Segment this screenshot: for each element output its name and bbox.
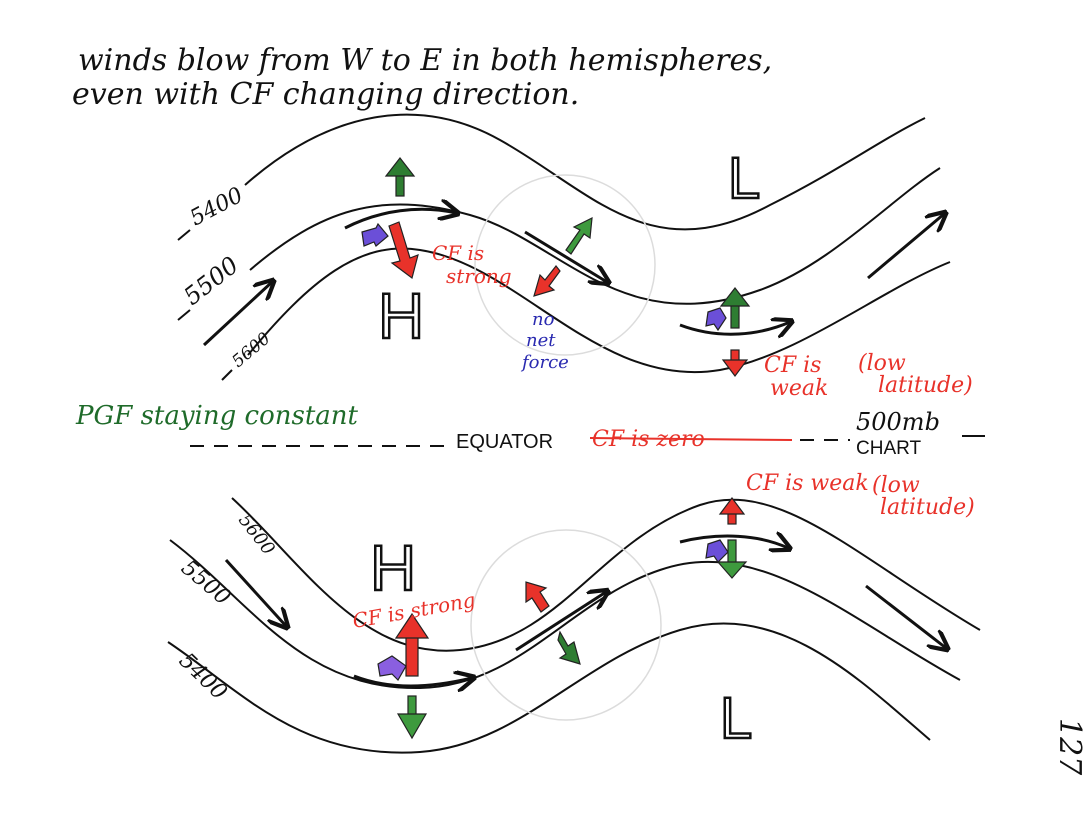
north-cf-weak-line-1: CF is	[764, 353, 821, 378]
cf-down-arrow-red-weak	[721, 349, 749, 377]
cf-up-arrow-red-strong	[394, 612, 430, 677]
cf-arrow-red-inflection	[533, 265, 561, 297]
page-number: 127	[1052, 718, 1087, 776]
north-low-latitude-line-1: (low	[858, 351, 906, 376]
pgf-arrow-green-inflection	[565, 216, 593, 255]
no-net-force-line-3: force	[520, 352, 569, 373]
south-contour-5600	[231, 497, 981, 652]
south-cf-weak-note: CF is weak	[746, 471, 869, 496]
north-wind-arrow-3	[524, 230, 607, 282]
cf-arrow-red-inflection-south	[525, 581, 550, 613]
south-low-latitude-line-2: latitude)	[880, 495, 975, 520]
north-label-5500: 5500	[178, 251, 243, 311]
cf-up-arrow-red-weak	[718, 497, 746, 525]
south-contour-5400	[167, 622, 931, 754]
north-wind-arrow-4	[679, 322, 790, 334]
south-force-arrows	[377, 497, 748, 740]
north-inflection-circle	[474, 174, 656, 356]
north-contour-5400	[244, 113, 926, 231]
south-wind-arrow-1	[224, 558, 286, 626]
wind-tail-purple	[361, 222, 389, 247]
north-cf-strong-line-1: CF is	[432, 241, 484, 265]
heading-line-1: winds blow from W to E in both hemispher…	[78, 43, 772, 78]
wind-tail-purple-south-low	[705, 539, 729, 563]
pgf-down-arrow-green	[396, 695, 428, 740]
north-cf-strong-note: CF is strong	[432, 241, 512, 288]
south-wind-arrow-2	[353, 676, 472, 686]
south-wind-arrows	[224, 536, 946, 686]
south-low-latitude-note: (low latitude)	[872, 473, 975, 520]
north-wind-arrows	[202, 209, 944, 347]
north-wind-arrow-1	[202, 282, 272, 347]
north-contour-5600	[247, 247, 951, 373]
equator-label: EQUATOR	[456, 431, 553, 453]
north-force-arrows	[361, 157, 751, 377]
pgf-up-arrow-green	[384, 157, 416, 197]
south-high-label: H	[370, 532, 416, 604]
north-high-label: H	[378, 280, 424, 352]
south-label-5600: 5600	[234, 510, 279, 559]
pgf-down-arrow-green-low	[716, 539, 748, 579]
north-cf-weak-line-2: weak	[770, 376, 828, 401]
south-label-5400: 5400	[174, 648, 232, 705]
south-wind-arrow-3	[515, 592, 606, 652]
chart-type-line-2: CHART	[856, 438, 921, 459]
cf-zero-strikethrough	[589, 437, 793, 441]
south-contour-5500	[169, 539, 961, 690]
north-label-5400: 5400	[186, 183, 247, 231]
south-contour-labels: 5600 5500 5400	[174, 510, 279, 705]
north-low-latitude-line-2: latitude)	[878, 373, 973, 398]
no-net-force-line-2: net	[526, 330, 556, 351]
pgf-arrow-green-inflection-south	[557, 630, 581, 665]
chart-type-line-1: 500mb	[856, 408, 940, 436]
north-no-net-force-note: no net force	[520, 309, 569, 373]
north-contours	[244, 113, 951, 373]
wind-tail-purple-low	[705, 307, 727, 332]
north-low-label: L	[728, 146, 760, 211]
north-cf-strong-line-2: strong	[446, 264, 512, 288]
north-wind-arrow-5	[867, 214, 944, 280]
pgf-up-arrow-green-low	[719, 287, 751, 329]
south-low-label: L	[720, 686, 752, 751]
heading-line-2: even with CF changing direction.	[72, 77, 579, 112]
north-label-5600: 5600	[228, 329, 274, 372]
south-label-5500: 5500	[176, 555, 235, 610]
north-contour-labels: 5400 5500 5600	[177, 183, 274, 381]
wind-tail-purple-south	[377, 655, 407, 681]
north-cf-weak-note: CF is weak (low latitude)	[764, 351, 973, 401]
south-wind-arrow-5	[865, 584, 946, 648]
south-low-latitude-line-1: (low	[872, 473, 920, 498]
pgf-constant-note: PGF staying constant	[75, 401, 359, 431]
south-contours	[167, 497, 981, 754]
south-wind-arrow-4	[679, 536, 788, 548]
cf-down-arrow-red-strong	[388, 221, 419, 280]
north-contour-5500	[249, 167, 941, 305]
north-wind-arrow-2	[344, 209, 456, 230]
no-net-force-line-1: no	[532, 309, 555, 330]
south-inflection-circle	[470, 529, 662, 721]
